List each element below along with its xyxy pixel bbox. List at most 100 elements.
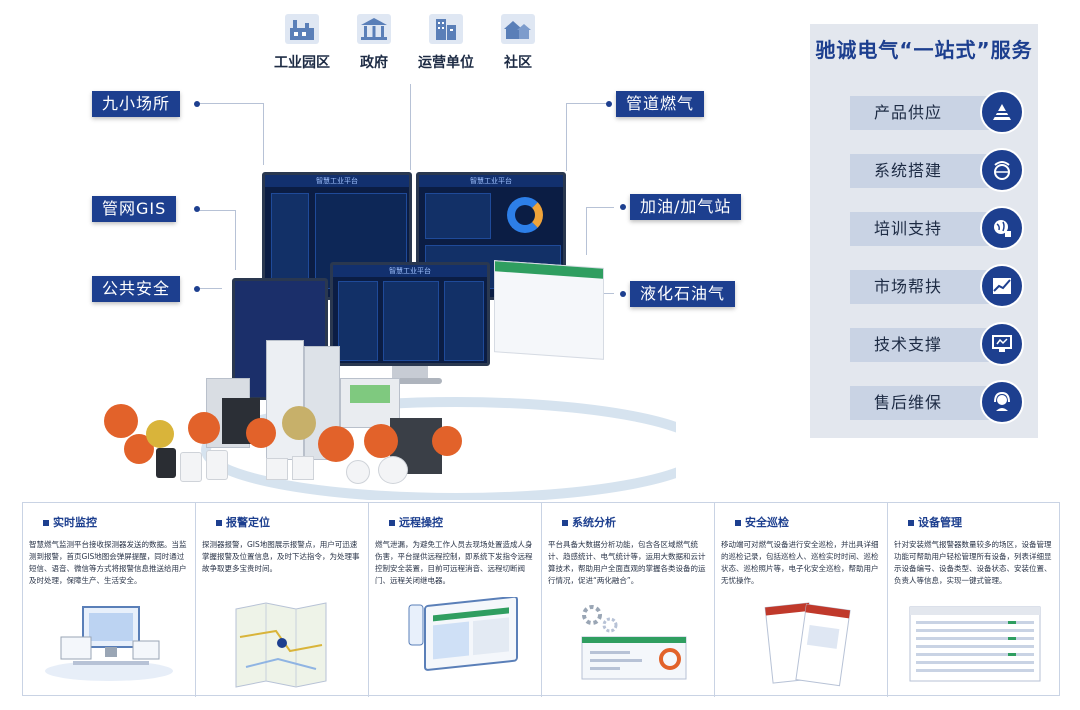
scenario-tag-small-venues: 九小场所 [92, 91, 181, 117]
supply-pyramid-icon [980, 90, 1024, 134]
service-item-label: 售后维保 [874, 393, 943, 412]
connector-line [566, 103, 610, 171]
feature-card-system-analysis: 系统分析 平台具备大数据分析功能，包含各区域燃气统计、趋感统计、电气统计等，运用… [542, 503, 715, 697]
scenario-tag-gas-station: 加油/加气站 [630, 194, 742, 220]
service-item-label: 系统搭建 [874, 161, 943, 180]
feature-title: 远程操控 [375, 513, 535, 533]
growth-chart-icon [980, 264, 1024, 308]
feature-description: 针对安装燃气报警器数量较多的场区，设备管理功能可帮助用户轻松管理所有设备，列表详… [894, 540, 1052, 585]
household-detector [292, 456, 314, 480]
service-item-label: 产品供应 [874, 103, 943, 122]
household-detector [346, 460, 370, 484]
front-monitor: 智慧工业平台 [330, 262, 490, 366]
feature-title: 安全巡检 [721, 513, 881, 533]
household-detector [378, 456, 408, 484]
control-panel-device [340, 378, 400, 428]
gas-detector [146, 420, 174, 448]
screen-title: 智慧工业平台 [333, 265, 487, 277]
analytics-dashboard-illustration [581, 605, 687, 680]
factory-icon [282, 12, 322, 46]
sector-government: 政府 [334, 12, 414, 72]
feature-description: 探测器报警，GIS地图展示报警点，用户可迅速掌握报警及位置信息，及时下达指令，为… [202, 540, 360, 573]
feature-title: 实时监控 [29, 513, 189, 533]
tablet-phone-illustration [408, 597, 518, 671]
feature-title: 设备管理 [894, 513, 1055, 533]
feature-card-alarm-location: 报警定位 探测器报警，GIS地图展示报警点，用户可迅速掌握报警及位置信息，及时下… [196, 503, 369, 697]
service-item-label: 培训支持 [874, 219, 943, 238]
monitor-stand [392, 366, 428, 380]
gas-detector [282, 406, 316, 440]
connector-dot [194, 286, 200, 292]
signal-globe-icon [980, 148, 1024, 192]
feature-title: 报警定位 [202, 513, 362, 533]
feature-card-device-management: 设备管理 针对安装燃气报警器数量较多的场区，设备管理功能可帮助用户轻松管理所有设… [888, 503, 1061, 697]
gas-detector [188, 412, 220, 444]
donut-chart-graphic [507, 197, 543, 233]
scenario-tag-public-safety: 公共安全 [92, 276, 181, 302]
service-item-training-support: 培训支持 [850, 206, 1024, 250]
feature-description: 燃气泄漏，为避免工作人员去现场处置造成人身伤害，平台提供远程控制，即系统下发指令… [375, 540, 533, 585]
feature-description: 智慧燃气监测平台接收探测器发送的数据。当监测到报警，首页GIS地图会弹屏提醒，同… [29, 540, 187, 585]
feature-title: 系统分析 [548, 513, 708, 533]
feature-card-safety-inspection: 安全巡检 移动端可对燃气设备进行安全巡检，并出具详细的巡检记录，包括巡检人、巡检… [715, 503, 888, 697]
government-building-icon [354, 12, 394, 46]
sector-operator: 运营单位 [406, 12, 486, 72]
device-table-illustration [909, 606, 1041, 682]
platform-hero-illustration: 智慧工业平台 智慧工业平台 智慧工业平台 [96, 150, 676, 500]
screen-panel [444, 281, 484, 361]
gas-detector [364, 424, 398, 458]
sector-label: 运营单位 [418, 55, 474, 71]
connector-line [586, 207, 614, 255]
feature-card-remote-control: 远程操控 燃气泄漏，为避免工作人员去现场处置造成人身伤害，平台提供远程控制，即系… [369, 503, 542, 697]
household-detector [266, 458, 288, 480]
service-item-label: 技术支撑 [874, 335, 943, 354]
gas-detector [246, 418, 276, 448]
service-item-market-support: 市场帮扶 [850, 264, 1024, 308]
connector-dot [194, 101, 200, 107]
feature-description: 移动端可对燃气设备进行安全巡检，并出具详细的巡检记录，包括巡检人、巡检实时时间、… [721, 540, 879, 585]
service-item-after-sales: 售后维保 [850, 380, 1024, 424]
feature-cards: 实时监控 智慧燃气监测平台接收探测器发送的数据。当监测到报警，首页GIS地图会弹… [22, 502, 1061, 697]
screen-panel [338, 281, 378, 361]
scenario-tag-lpg: 液化石油气 [630, 281, 736, 307]
screen-title: 智慧工业平台 [419, 175, 563, 187]
map-illustration [235, 602, 327, 688]
household-detector [156, 448, 176, 478]
service-item-product-supply: 产品供应 [850, 90, 1024, 134]
sector-community: 社区 [478, 12, 558, 72]
scenario-tag-pipeline-gas: 管道燃气 [616, 91, 705, 117]
community-houses-icon [498, 12, 538, 46]
connector-line [410, 84, 411, 170]
web-portal-screen [494, 260, 604, 360]
sector-label: 工业园区 [274, 55, 330, 71]
training-globe-icon [980, 206, 1024, 250]
feature-description: 平台具备大数据分析功能，包含各区域燃气统计、趋感统计、电气统计等，运用大数据和云… [548, 540, 706, 585]
screen-panel [271, 193, 309, 289]
household-detector [180, 452, 202, 482]
gas-detector [104, 404, 138, 438]
feature-card-realtime-monitoring: 实时监控 智慧燃气监测平台接收探测器发送的数据。当监测到报警，首页GIS地图会弹… [23, 503, 196, 697]
sector-label: 社区 [504, 55, 532, 71]
inspection-report-illustration [764, 602, 851, 687]
service-item-tech-support: 技术支撑 [850, 322, 1024, 366]
household-detector [206, 450, 228, 480]
service-item-label: 市场帮扶 [874, 277, 943, 296]
screen-title: 智慧工业平台 [265, 175, 409, 187]
connector-line [198, 288, 222, 289]
screen-panel [383, 281, 439, 361]
service-panel-title: 驰诚电气“一站式”服务 [815, 38, 1033, 62]
scenario-tag-pipeline-gis: 管网GIS [92, 196, 177, 222]
gas-detector [432, 426, 462, 456]
connector-line [198, 210, 236, 270]
connector-dot [194, 206, 200, 212]
monitor-icon [980, 322, 1024, 366]
laptop-monitor-illustration [45, 606, 173, 681]
gas-detector [318, 426, 354, 462]
headset-icon [980, 380, 1024, 424]
connector-dot [606, 101, 612, 107]
office-building-icon [426, 12, 466, 46]
sector-label: 政府 [360, 55, 388, 71]
sector-industrial-park: 工业园区 [262, 12, 342, 72]
connector-line [198, 103, 264, 165]
connector-dot [620, 204, 626, 210]
